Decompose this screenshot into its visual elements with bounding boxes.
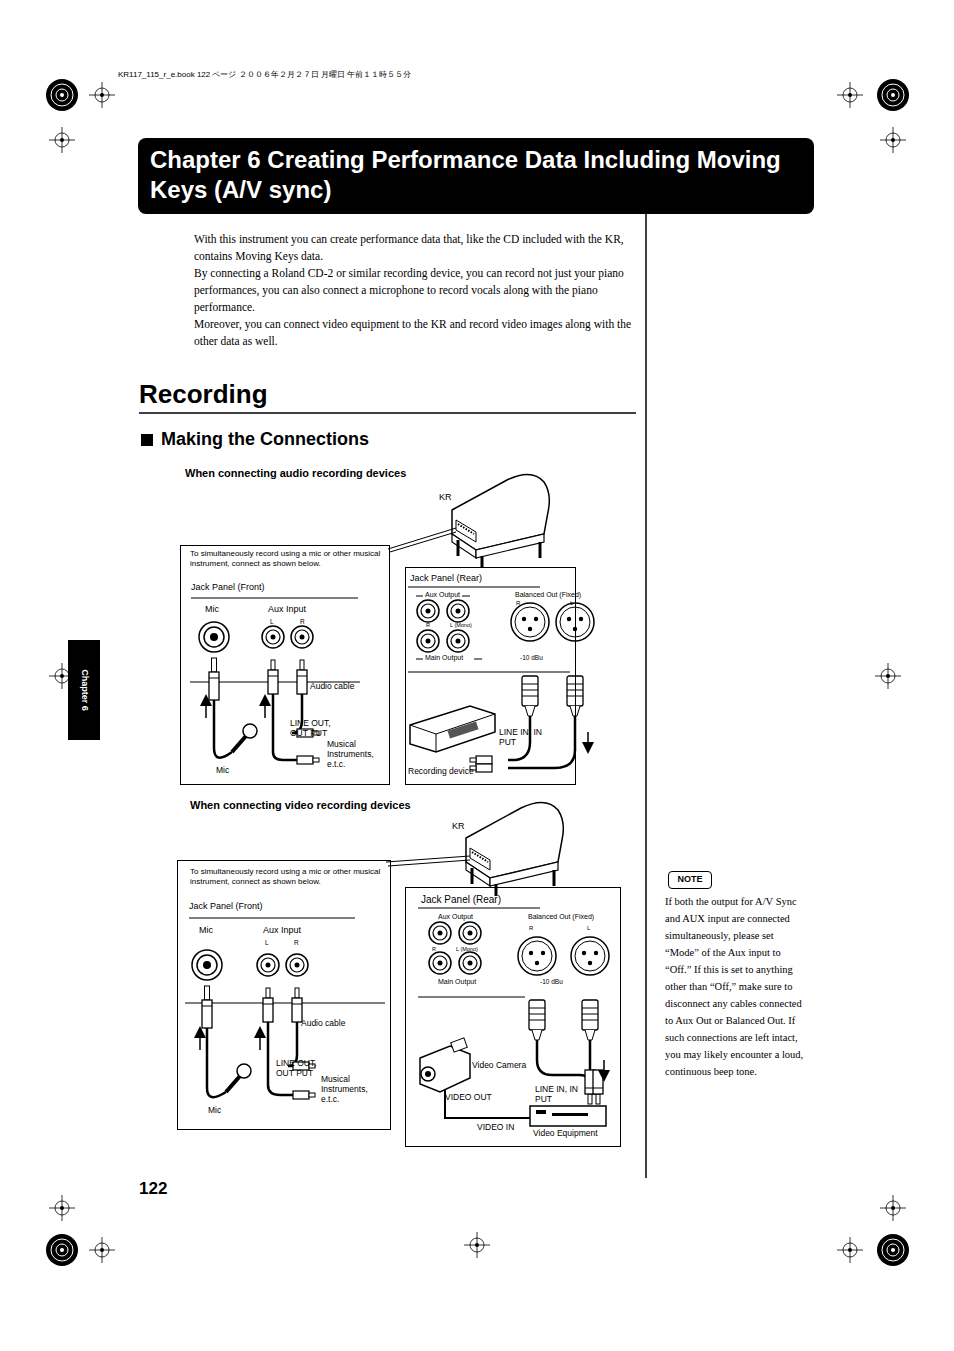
part-label: Main Output — [438, 978, 476, 986]
note-text: If both the output for A/V Sync and AUX … — [665, 893, 805, 1080]
part-label: LINE IN, IN PUT — [499, 728, 544, 748]
part-label: LINE IN, IN PUT — [535, 1085, 580, 1105]
intro-text: Moreover, you can connect video equipmen… — [194, 316, 634, 350]
note-badge: NOTE — [668, 871, 712, 889]
part-label: Mic — [208, 1106, 221, 1116]
part-label: R — [529, 925, 533, 932]
part-label: Musical Instruments, e.t.c. — [321, 1075, 381, 1104]
panel-title: Jack Panel (Rear) — [410, 573, 570, 584]
part-label: Aux Input — [268, 604, 306, 615]
part-label: R — [426, 622, 430, 628]
callout-text: To simultaneously record using a mic or … — [190, 549, 385, 569]
part-label: L — [587, 925, 590, 932]
note-label: NOTE — [669, 874, 711, 885]
callout-text: To simultaneously record using a mic or … — [190, 867, 385, 887]
part-label: Audio cable — [301, 1019, 345, 1029]
part-label: Mic — [199, 925, 213, 936]
chapter-title: Chapter 6 Creating Performance Data Incl… — [150, 145, 805, 205]
part-label: Aux Input — [263, 925, 301, 936]
part-label: R — [300, 618, 305, 625]
part-label: -10 dBu — [520, 654, 543, 661]
part-label: Video Equipment — [533, 1129, 598, 1139]
part-label: Video Camera — [472, 1061, 526, 1071]
tab-label: Chapter 6 — [78, 669, 89, 711]
chapter-tab: Chapter 6 — [68, 640, 100, 740]
part-label: -10 dBu — [540, 978, 563, 985]
page-number: 122 — [139, 1178, 167, 1199]
part-label: L (Mono) — [450, 622, 472, 628]
part-label: Balanced Out (Fixed) — [515, 591, 581, 599]
figure-heading: When connecting video recording devices — [190, 799, 411, 813]
part-label: Recording device — [408, 767, 474, 777]
section-heading: Recording — [139, 378, 268, 411]
part-label: R — [432, 946, 436, 952]
part-label: R — [516, 600, 520, 607]
part-label: Aux Output — [438, 913, 473, 921]
part-label: Musical Instruments, e.t.c. — [327, 740, 387, 769]
jack-panel-box: Jack Panel (Rear) — [405, 567, 576, 785]
part-label: VIDEO OUT — [445, 1093, 492, 1103]
part-label: Main Output — [425, 654, 463, 662]
figure-heading: When connecting audio recording devices — [185, 467, 406, 481]
chapter-band: Chapter 6 Creating Performance Data Incl… — [138, 138, 814, 214]
part-label: L (Mono) — [456, 946, 478, 952]
part-label: L — [265, 939, 269, 946]
part-label: L — [570, 600, 573, 607]
part-label: Mic — [205, 604, 219, 615]
part-label: Aux Output — [425, 591, 460, 599]
intro-text: With this instrument you can create perf… — [194, 231, 634, 265]
part-label: Balanced Out (Fixed) — [528, 913, 594, 921]
part-label: Audio cable — [310, 682, 354, 692]
subsection-heading: Making the Connections — [161, 428, 369, 451]
part-label: Mic — [216, 766, 229, 776]
panel-title: Jack Panel (Front) — [191, 582, 361, 593]
part-label: KR — [452, 821, 465, 832]
part-label: LINE OUT, OUT PUT — [290, 719, 342, 739]
panel-title: Jack Panel (Rear) — [421, 894, 601, 907]
part-label: L — [270, 618, 274, 625]
part-label: R — [294, 939, 299, 946]
part-label: VIDEO IN — [477, 1123, 514, 1133]
intro-text: By connecting a Roland CD-2 or similar r… — [194, 265, 634, 316]
part-label: LINE OUT, OUT PUT — [276, 1059, 328, 1079]
panel-title: Jack Panel (Front) — [189, 901, 359, 912]
file-header: KR117_115_r_e.book 122 ページ ２００６年２月２７日 月曜… — [118, 70, 411, 80]
device-label: KR — [439, 492, 452, 503]
